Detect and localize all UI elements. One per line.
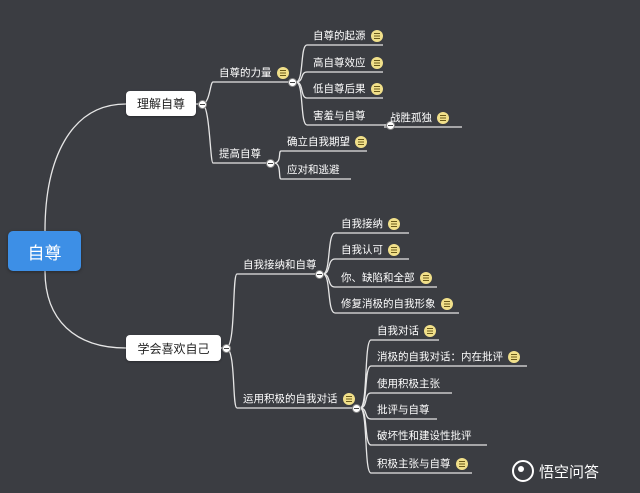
subtopic-t3-1-text: 自我认可 — [341, 244, 383, 256]
note-icon[interactable] — [437, 112, 449, 124]
subtopic-t4-3-text: 批评与自尊 — [377, 404, 430, 416]
subtopic-t1-0-text: 自尊的起源 — [313, 30, 366, 42]
note-icon[interactable] — [508, 351, 520, 363]
note-icon[interactable] — [388, 218, 400, 230]
note-icon[interactable] — [370, 83, 383, 95]
subtopic-t2-0[interactable]: 确立自我期望 — [287, 135, 367, 149]
subtopic-t3-2[interactable]: 你、缺陷和全部 — [341, 271, 432, 285]
subtopic-t1-2-text: 低自尊后果 — [313, 83, 366, 95]
collapse-branch-2[interactable] — [221, 343, 231, 353]
branch-learn-to-like-yourself[interactable]: 学会喜欢自己 — [126, 335, 221, 361]
note-icon[interactable] — [342, 393, 355, 405]
topic-t1-text: 自尊的力量 — [219, 67, 272, 79]
topic-t3[interactable]: 自我接纳和自尊 — [243, 258, 317, 272]
collapse-t2[interactable] — [265, 158, 275, 168]
topic-t1[interactable]: 自尊的力量 — [219, 66, 289, 80]
note-icon[interactable] — [370, 57, 383, 69]
leaf-t1-3-0[interactable]: 战胜孤独 — [390, 111, 449, 125]
leaf-t1-3-0-text: 战胜孤独 — [390, 112, 432, 124]
watermark: 悟空问答 — [512, 460, 599, 482]
subtopic-t4-1-text: 消极的自我对话：内在批评 — [377, 351, 503, 363]
topic-t4[interactable]: 运用积极的自我对话 — [243, 392, 355, 406]
subtopic-t1-3[interactable]: 害羞与自尊 — [313, 109, 366, 123]
note-icon[interactable] — [370, 30, 383, 42]
subtopic-t3-0-text: 自我接纳 — [341, 218, 383, 230]
note-icon[interactable] — [355, 136, 367, 148]
subtopic-t3-0[interactable]: 自我接纳 — [341, 217, 400, 231]
collapse-t4[interactable] — [351, 403, 361, 413]
note-icon[interactable] — [276, 67, 289, 79]
collapse-t3[interactable] — [314, 269, 324, 279]
topic-t3-text: 自我接纳和自尊 — [243, 259, 317, 271]
collapse-t1-3[interactable] — [385, 120, 395, 130]
note-icon[interactable] — [440, 298, 453, 310]
subtopic-t2-1[interactable]: 应对和逃避 — [287, 163, 340, 177]
subtopic-t4-0[interactable]: 自我对话 — [377, 324, 436, 338]
subtopic-t4-4-text: 破坏性和建设性批评 — [377, 430, 472, 442]
subtopic-t1-1[interactable]: 高自尊效应 — [313, 56, 383, 70]
subtopic-t3-3[interactable]: 修复消极的自我形象 — [341, 297, 453, 311]
subtopic-t4-3[interactable]: 批评与自尊 — [377, 403, 430, 417]
root-topic[interactable]: 自尊 — [8, 231, 81, 271]
note-icon[interactable] — [424, 325, 436, 337]
branch-understand-self-esteem[interactable]: 理解自尊 — [126, 91, 196, 116]
subtopic-t1-3-text: 害羞与自尊 — [313, 110, 366, 122]
subtopic-t1-1-text: 高自尊效应 — [313, 57, 366, 69]
subtopic-t3-3-text: 修复消极的自我形象 — [341, 298, 436, 310]
subtopic-t2-0-text: 确立自我期望 — [287, 136, 350, 148]
subtopic-t4-0-text: 自我对话 — [377, 325, 419, 337]
topic-t2-text: 提高自尊 — [219, 148, 261, 160]
subtopic-t2-1-text: 应对和逃避 — [287, 164, 340, 176]
wukong-logo-icon — [512, 460, 534, 482]
subtopic-t4-5[interactable]: 积极主张与自尊 — [377, 457, 468, 471]
topic-t4-text: 运用积极的自我对话 — [243, 393, 338, 405]
note-icon[interactable] — [388, 244, 400, 256]
subtopic-t4-2-text: 使用积极主张 — [377, 378, 440, 390]
topic-t2[interactable]: 提高自尊 — [219, 147, 261, 161]
note-icon[interactable] — [419, 272, 432, 284]
collapse-branch-1[interactable] — [197, 99, 207, 109]
subtopic-t3-2-text: 你、缺陷和全部 — [341, 272, 415, 284]
subtopic-t1-2[interactable]: 低自尊后果 — [313, 82, 383, 96]
watermark-text: 悟空问答 — [539, 462, 600, 481]
collapse-t1[interactable] — [287, 77, 297, 87]
subtopic-t3-1[interactable]: 自我认可 — [341, 243, 400, 257]
subtopic-t4-5-text: 积极主张与自尊 — [377, 458, 451, 470]
subtopic-t4-4[interactable]: 破坏性和建设性批评 — [377, 429, 472, 443]
subtopic-t4-1[interactable]: 消极的自我对话：内在批评 — [377, 350, 520, 364]
note-icon[interactable] — [455, 458, 468, 470]
subtopic-t4-2[interactable]: 使用积极主张 — [377, 377, 440, 391]
subtopic-t1-0[interactable]: 自尊的起源 — [313, 29, 383, 43]
